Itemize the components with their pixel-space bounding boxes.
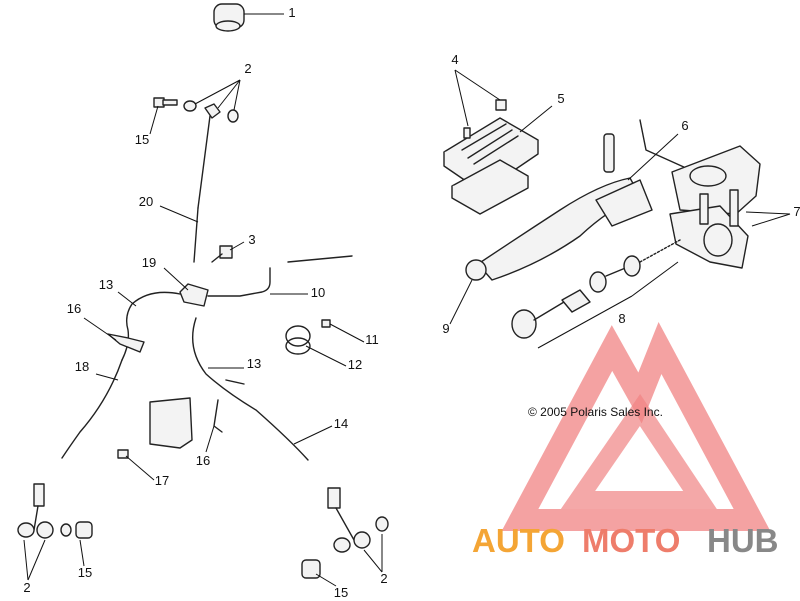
callout-c1a: 1	[288, 5, 295, 20]
callout-c14: 14	[334, 416, 348, 431]
callout-c10: 10	[311, 285, 325, 300]
part-master-cylinder-body	[669, 145, 761, 269]
watermark-wordmark: AUTO MOTO HUB	[472, 522, 779, 559]
callout-c8: 8	[618, 311, 625, 326]
part-8-piston-assembly	[511, 239, 681, 339]
callout-c17: 17	[155, 473, 169, 488]
part-bottom-right-fitting	[301, 487, 389, 579]
callout-c2b: 2	[23, 580, 30, 595]
part-16-clip-right	[213, 379, 245, 433]
part-12-clamp	[285, 325, 311, 355]
callout-c11: 11	[365, 332, 379, 347]
callout-c15a: 15	[135, 132, 149, 147]
callout-c13b: 13	[247, 356, 261, 371]
callout-c3: 3	[248, 232, 255, 247]
part-20-upper-hose	[193, 103, 221, 263]
part-17-mount-plate	[117, 397, 193, 459]
part-11-screw	[321, 319, 331, 328]
callout-c16b: 16	[196, 453, 210, 468]
part-13-right-hose	[192, 317, 309, 461]
callout-c2a: 2	[244, 61, 251, 76]
part-2-washers-top	[183, 100, 239, 123]
leader-lines	[23, 13, 791, 587]
part-10-hose	[207, 255, 353, 297]
part-15-bolt-top	[153, 97, 178, 108]
callout-c20: 20	[139, 194, 153, 209]
part-1-cap	[213, 3, 245, 32]
part-16-clip-left	[107, 333, 145, 353]
callout-c19: 19	[142, 255, 156, 270]
callout-c2c: 2	[380, 571, 387, 586]
callout-c5: 5	[557, 91, 564, 106]
callout-c12: 12	[348, 357, 362, 372]
watermark-moto: MOTO	[582, 522, 680, 559]
callout-c15c: 15	[334, 585, 348, 600]
watermark-auto: AUTO	[472, 522, 565, 559]
part-diaphragm	[451, 159, 529, 215]
callout-c16a: 16	[67, 301, 81, 316]
part-9-brake-lever	[465, 177, 653, 281]
part-bottom-left-fitting	[17, 483, 93, 539]
part-19-junction-block	[179, 283, 209, 307]
callout-c9: 9	[442, 321, 449, 336]
watermark-logo-icon	[501, 321, 771, 531]
copyright-notice: © 2005 Polaris Sales Inc.	[528, 405, 663, 419]
callout-c7: 7	[793, 204, 800, 219]
callout-c13a: 13	[99, 277, 113, 292]
callout-c6: 6	[681, 118, 688, 133]
part-6-pivot-pin	[603, 119, 687, 173]
callout-c4: 4	[451, 52, 458, 67]
part-3-bleeder	[211, 245, 233, 263]
callout-c18: 18	[75, 359, 89, 374]
watermark-hub: HUB	[707, 522, 779, 559]
callout-c15b: 15	[78, 565, 92, 580]
part-4-screws	[463, 99, 507, 139]
